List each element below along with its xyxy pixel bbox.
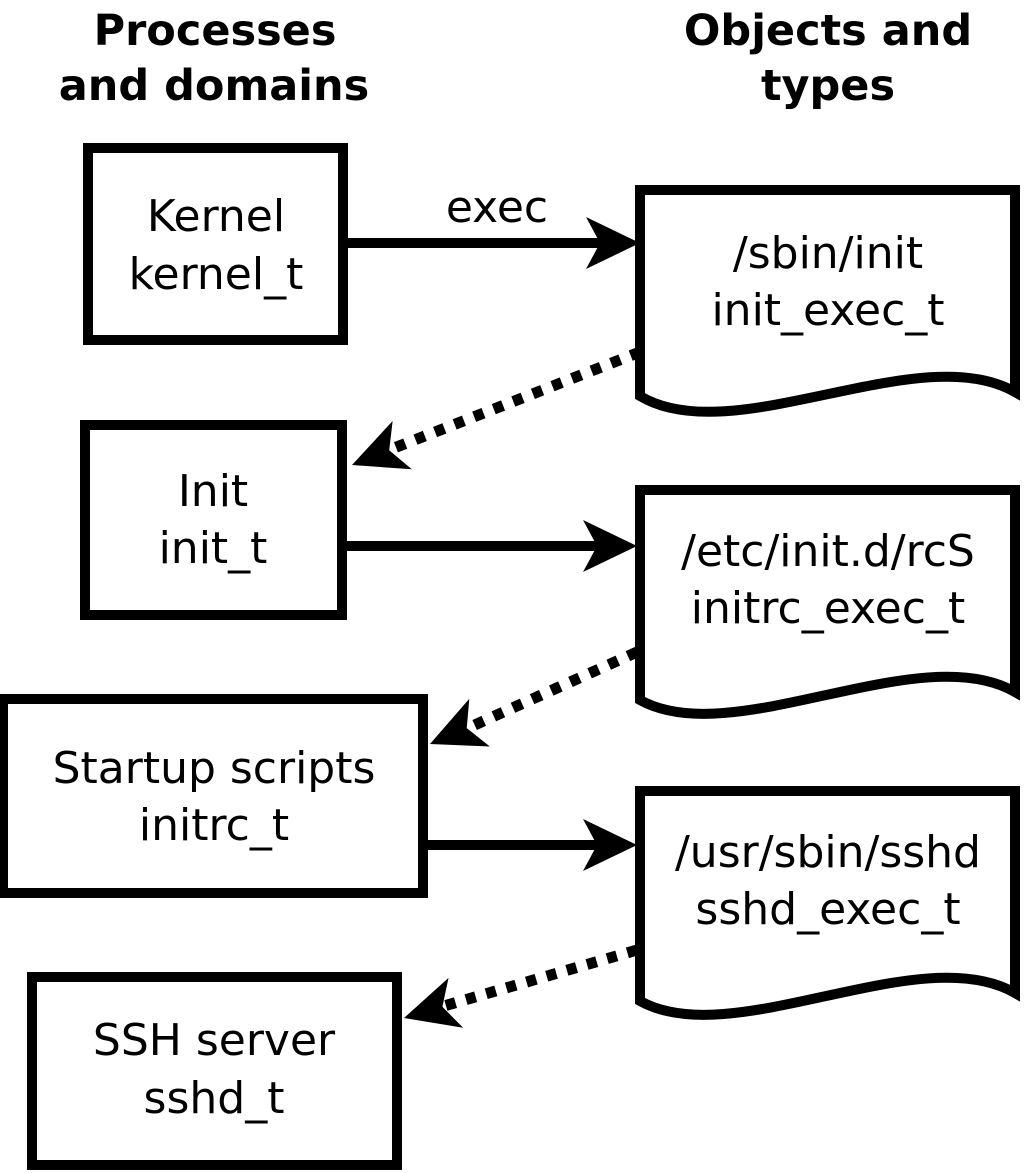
exec-arrow-label: exec [446, 182, 548, 233]
transition-arrow-sbin-init-to-init [342, 346, 643, 490]
header-objects-line2: types [761, 61, 895, 111]
process-domain: initrc_t [139, 800, 289, 851]
transition-arrow-rcS-to-initrc [419, 646, 640, 768]
transition-arrow-line [465, 646, 640, 734]
process-node-startup-scripts: Startup scripts initrc_t [0, 694, 428, 898]
header-processes-line2: and domains [59, 61, 369, 111]
arrowhead-icon [396, 977, 464, 1043]
transition-arrow-line [386, 346, 643, 456]
header-objects-line1: Objects and [684, 6, 972, 56]
object-node-usr-sbin-sshd: /usr/sbin/sshd sshd_exec_t [635, 786, 1020, 1020]
object-type: init_exec_t [711, 285, 944, 336]
process-domain: kernel_t [129, 249, 304, 300]
object-node-sbin-init: /sbin/init init_exec_t [635, 185, 1020, 417]
process-node-ssh-server: SSH server sshd_t [27, 972, 402, 1170]
exec-arrow-initrc-to-sshd [428, 819, 637, 871]
process-domain: init_t [159, 523, 268, 574]
object-path: /etc/init.d/rcS [681, 526, 975, 577]
process-name: Kernel [147, 191, 285, 242]
object-type: sshd_exec_t [695, 884, 960, 935]
exec-arrow-init-to-rcS [347, 520, 637, 572]
process-name: Startup scripts [53, 743, 376, 794]
header-processes-line1: Processes [94, 6, 337, 56]
process-domain: sshd_t [144, 1073, 285, 1124]
arrowhead-icon [419, 698, 490, 768]
process-name: SSH server [93, 1015, 336, 1066]
column-header-processes: Processes and domains [59, 6, 369, 111]
object-path: /sbin/init [733, 228, 923, 279]
process-box [80, 420, 347, 620]
object-type: initrc_exec_t [691, 583, 965, 634]
process-node-init: Init init_t [80, 420, 347, 620]
column-header-objects: Objects and types [684, 6, 972, 111]
transition-arrow-line [442, 944, 639, 1012]
transition-arrow-sshd-exec-to-sshd [396, 944, 639, 1043]
process-name: Init [178, 466, 248, 517]
process-box [83, 143, 348, 345]
document-shape [635, 786, 1020, 1020]
object-path: /usr/sbin/sshd [675, 827, 981, 878]
process-node-kernel: Kernel kernel_t [83, 143, 348, 345]
document-shape [635, 485, 1020, 719]
process-box [27, 972, 402, 1170]
process-box [0, 694, 428, 898]
object-node-etc-initd-rcS: /etc/init.d/rcS initrc_exec_t [635, 485, 1020, 719]
document-shape [635, 185, 1020, 417]
exec-arrow-kernel-to-sbin-init: exec [348, 182, 640, 269]
arrowhead-icon [342, 420, 412, 490]
